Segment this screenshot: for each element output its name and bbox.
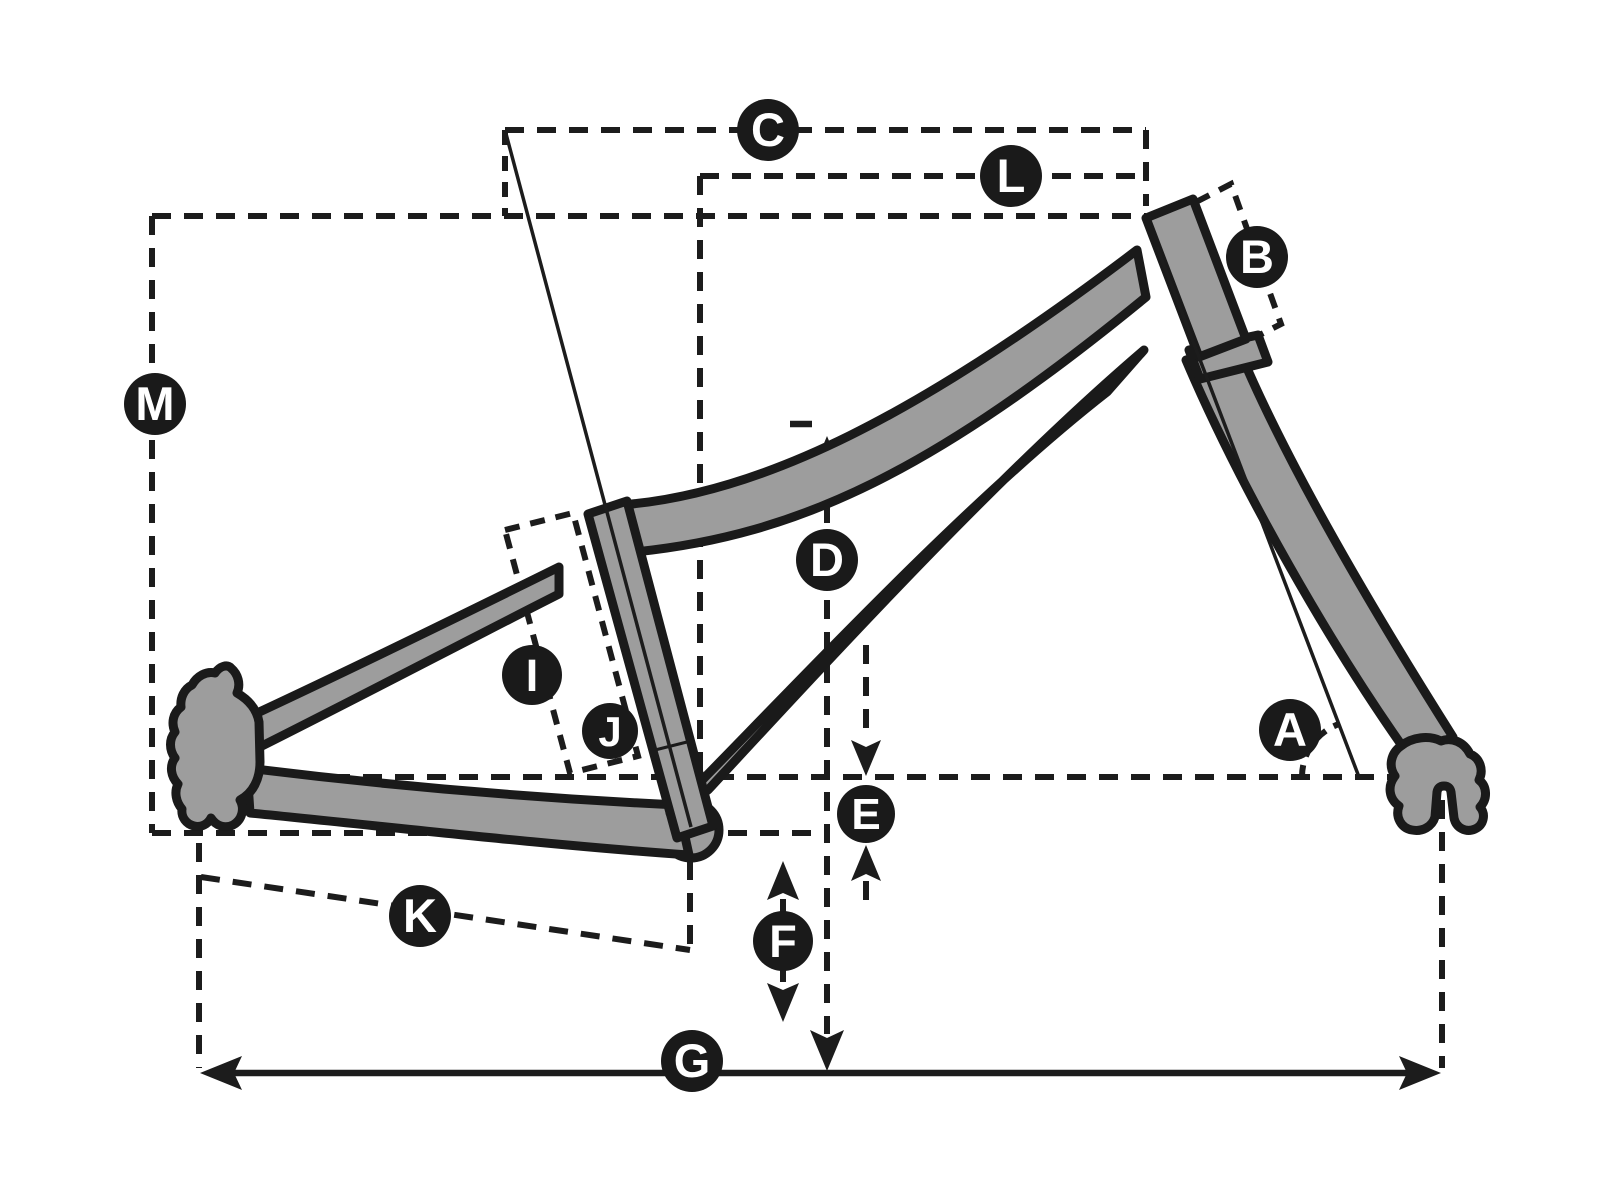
arrowhead-e-up (851, 845, 881, 881)
dim-line-k-chainstay (200, 874, 691, 953)
label-c-circle (737, 99, 799, 161)
label-i: I (502, 645, 562, 705)
label-d-circle (796, 529, 858, 591)
label-a-letter: A (1273, 703, 1307, 756)
chainstay (242, 763, 694, 860)
steering-axis-line (1155, 246, 1361, 778)
label-a-circle (1259, 699, 1321, 761)
label-b-letter: B (1240, 230, 1274, 283)
arrowhead-e-down (851, 740, 881, 776)
label-g: G (661, 1030, 723, 1092)
label-c-letter: C (751, 103, 785, 156)
label-l: L (980, 145, 1042, 207)
label-k: K (389, 885, 451, 947)
wheelbase-line-group (200, 1056, 1441, 1090)
arrowhead-f-down (767, 983, 799, 1022)
labels-layer: A B C D E F G I J K L M (124, 99, 1321, 1092)
label-e: E (837, 785, 895, 843)
label-e-circle (837, 785, 895, 843)
label-e-letter: E (851, 790, 880, 839)
top-tube (615, 245, 1151, 557)
label-g-circle (661, 1030, 723, 1092)
arrowhead-g-right (1399, 1056, 1441, 1090)
label-k-letter: K (403, 889, 437, 942)
axis-lines (503, 129, 1361, 828)
bike-frame (166, 194, 1490, 863)
label-m: M (124, 373, 186, 435)
label-m-letter: M (135, 377, 174, 430)
label-j-letter: J (598, 708, 621, 755)
label-d: D (796, 529, 858, 591)
arrowhead-g-left (200, 1056, 242, 1090)
rear-dropout (166, 661, 265, 832)
label-m-circle (124, 373, 186, 435)
label-i-circle (502, 645, 562, 705)
arrowhead-d-down (810, 1030, 844, 1071)
label-c: C (737, 99, 799, 161)
label-k-circle (389, 885, 451, 947)
front-dropout (1385, 733, 1490, 835)
label-f-circle (753, 911, 813, 971)
label-i-letter: I (526, 650, 539, 701)
label-b-circle (1226, 226, 1288, 288)
label-f-letter: F (769, 916, 797, 967)
label-a: A (1259, 699, 1321, 761)
arrowhead-f-up (767, 861, 799, 900)
label-d-letter: D (810, 533, 844, 586)
label-l-circle (980, 145, 1042, 207)
seat-tube-axis-line (503, 129, 693, 828)
label-f: F (753, 911, 813, 971)
fork-blade (1181, 347, 1458, 762)
label-j-circle (582, 703, 638, 759)
label-g-letter: G (674, 1034, 711, 1087)
label-b: B (1226, 226, 1288, 288)
dim-arc-a-head-angle (1298, 721, 1341, 778)
label-j: J (582, 703, 638, 759)
label-l-letter: L (997, 149, 1026, 202)
seat-stay (235, 562, 564, 757)
head-tube (1141, 194, 1251, 362)
